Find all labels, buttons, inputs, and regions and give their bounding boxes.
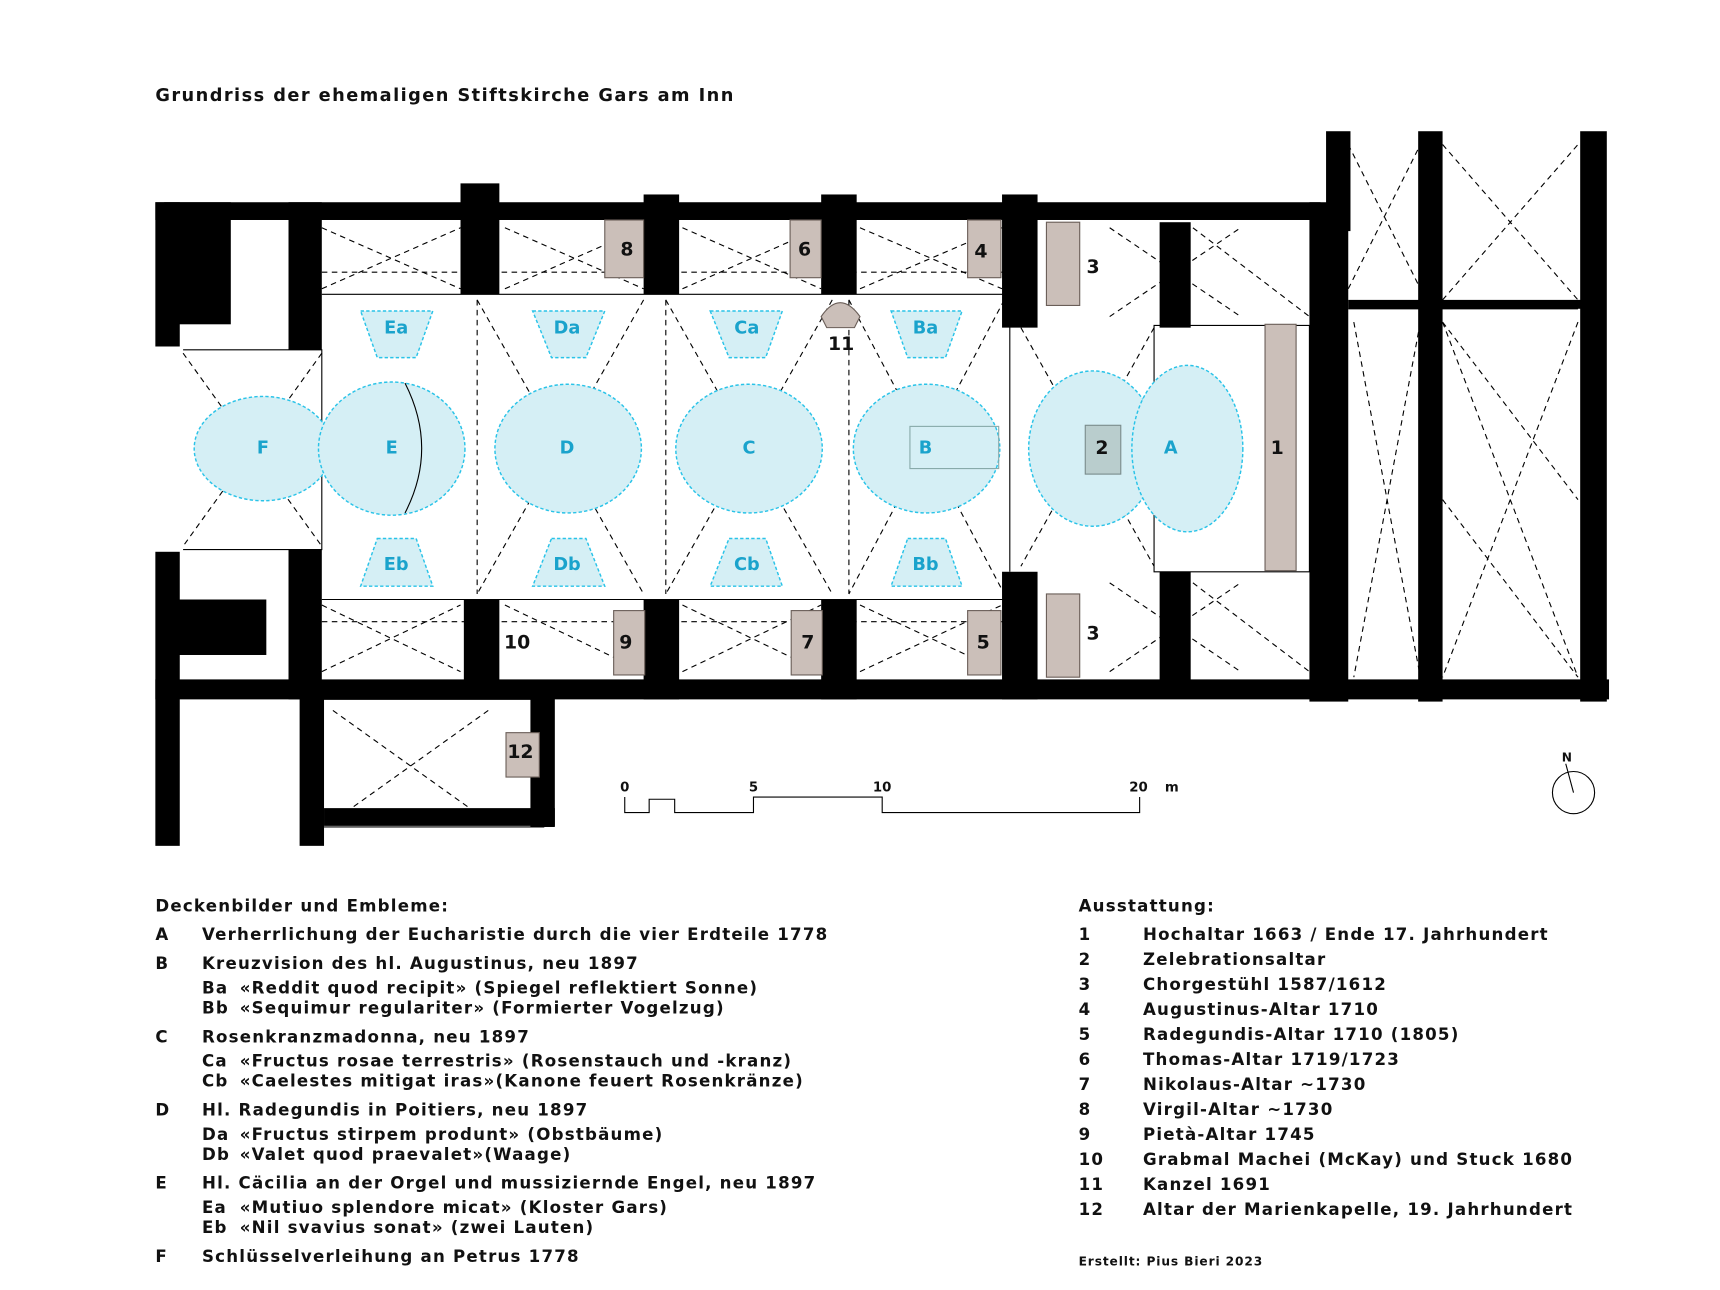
furnishing-number: 7 [801,631,814,653]
legend-text: Schlüsselverleihung an Petrus 1778 [202,1247,580,1266]
emblem-label: Da [554,319,581,339]
page-title: Grundriss der ehemaligen Stiftskirche Ga… [155,86,734,106]
legend-sub-code: Eb [202,1218,228,1237]
furnishing-number: 11 [828,333,854,355]
ceiling-painting-label: E [386,439,398,459]
legend-sub-text: «Nil svavius sonat» (zwei Lauten) [240,1218,595,1237]
legend-sub-text: «Caelestes mitigat iras»(Kanone feuert R… [240,1072,804,1091]
legend-code: E [155,1174,168,1193]
ceiling-painting-label: F [257,439,269,459]
emblem-label: Eb [384,555,409,575]
legend-code: F [155,1247,168,1266]
furnishing-number: 12 [507,741,533,763]
emblem-label: Db [553,555,580,575]
legend-sub-code: Db [202,1145,230,1164]
legend-sub-text: «Sequimur regulariter» (Formierter Vogel… [240,998,725,1017]
furnishing-number: 1 [1271,437,1284,459]
emblem-label: Ca [734,319,759,339]
furnishing-number: 2 [1095,437,1108,459]
ceiling-painting-label: B [919,439,933,459]
legend-code: 4 [1079,1000,1092,1019]
legend-code: 1 [1079,925,1092,944]
legend-text: Radegundis-Altar 1710 (1805) [1143,1025,1460,1044]
legend-sub-code: Bb [202,998,229,1017]
legend-code: C [155,1027,168,1046]
legend-code: D [155,1101,170,1120]
legend-text: Virgil-Altar ~1730 [1143,1100,1334,1119]
scale-bar: 0 5 10 20 m [620,780,1179,814]
legend-text: Hl. Cäcilia an der Orgel und mussiziernd… [202,1174,817,1193]
furnishing-number: 3 [1086,256,1099,278]
legend-code: A [155,925,169,944]
north-label: N [1562,751,1572,765]
furnishing-number: 8 [620,238,633,260]
furnishing-number: 5 [977,631,990,653]
emblem-label: Ea [384,319,408,339]
scale-tick-10: 10 [873,780,892,795]
legend-left-heading: Deckenbilder und Embleme: [155,896,449,915]
legend-sub-text: «Reddit quod recipit» (Spiegel reflektie… [240,978,758,997]
legend-text: Nikolaus-Altar ~1730 [1143,1075,1367,1094]
legend-sub-text: «Fructus stirpem produnt» (Obstbäume) [240,1125,664,1144]
ceiling-painting-label: C [743,439,756,459]
legend-code: 5 [1079,1025,1092,1044]
legend-text: Pietà-Altar 1745 [1143,1125,1316,1144]
emblem-label: Bb [912,555,938,575]
legend-text: Zelebrationsaltar [1143,950,1326,969]
legend-right-heading: Ausstattung: [1079,896,1215,915]
furnishing-number: 4 [974,241,987,263]
emblem-label: Cb [734,555,760,575]
scale-tick-5: 5 [749,780,758,795]
walls [155,131,1610,846]
legend-code: 2 [1079,950,1092,969]
legend-text: Chorgestühl 1587/1612 [1143,975,1387,994]
north-arrow: N [1551,751,1596,815]
furnishing-number: 10 [504,631,530,653]
legend-text: Rosenkranzmadonna, neu 1897 [202,1027,530,1046]
legend-code: 8 [1079,1100,1092,1119]
legend-sub-code: Ca [202,1052,228,1071]
legend-text: Verherrlichung der Eucharistie durch die… [202,925,828,944]
legend-code: 9 [1079,1125,1092,1144]
legend-code: 11 [1079,1175,1105,1194]
emblem-label: Ba [913,319,939,339]
legend-text: Thomas-Altar 1719/1723 [1143,1050,1400,1069]
legend-code: 6 [1079,1050,1092,1069]
scale-unit: m [1165,780,1179,795]
legend-text: Hl. Radegundis in Poitiers, neu 1897 [202,1101,588,1120]
scale-tick-0: 0 [620,780,629,795]
legend-furnishings: Ausstattung: 1 Hochaltar 1663 / Ende 17. … [1079,896,1573,1219]
legend-sub-code: Cb [202,1072,229,1091]
legend-code: 12 [1079,1200,1105,1219]
ceiling-paintings [193,310,1244,587]
legend-text: Kreuzvision des hl. Augustinus, neu 1897 [202,954,639,973]
ceiling-painting-label: A [1164,439,1178,459]
legend-code: 10 [1079,1150,1105,1169]
legend-code: 3 [1079,975,1092,994]
legend-text: Grabmal Machei (McKay) und Stuck 1680 [1143,1150,1573,1169]
legend-text: Kanzel 1691 [1143,1175,1271,1194]
furnishing-number: 6 [798,238,811,260]
legend-sub-text: «Fructus rosae terrestris» (Rosenstauch … [240,1052,793,1071]
credit: Erstellt: Pius Bieri 2023 [1079,1254,1264,1268]
scale-tick-20: 20 [1129,780,1148,795]
furnishing-number: 9 [619,631,632,653]
furnishing-number: 3 [1086,622,1099,644]
legend-sub-text: «Valet quod praevalet»(Waage) [240,1145,572,1164]
legend-text: Hochaltar 1663 / Ende 17. Jahrhundert [1143,925,1549,944]
legend-sub-text: «Mutiuo splendore micat» (Kloster Gars) [240,1198,668,1217]
legend-sub-code: Ea [202,1198,227,1217]
legend-sub-code: Da [202,1125,229,1144]
legend-sub-code: Ba [202,978,228,997]
legend-code: B [155,954,169,973]
furnishings [505,219,1297,778]
ceiling-painting-label: D [560,439,575,459]
legend-code: 7 [1079,1075,1092,1094]
legend-text: Augustinus-Altar 1710 [1143,1000,1379,1019]
legend-text: Altar der Marienkapelle, 19. Jahrhundert [1143,1200,1573,1219]
legend-ceiling-paintings: Deckenbilder und Embleme: A Verherrlichun… [155,896,828,1266]
